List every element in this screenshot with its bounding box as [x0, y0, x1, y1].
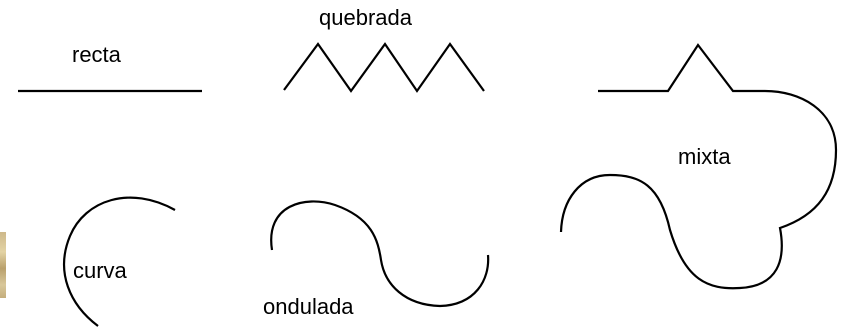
- zigzag-line: [283, 42, 485, 93]
- curved-line: [62, 196, 176, 327]
- mixed-line: [559, 43, 838, 290]
- label-mixta: mixta: [678, 144, 731, 169]
- label-recta: recta: [72, 42, 121, 67]
- label-curva: curva: [73, 258, 127, 283]
- label-quebrada: quebrada: [319, 5, 412, 30]
- wavy-line: [270, 200, 490, 308]
- label-ondulada: ondulada: [263, 294, 354, 319]
- cropped-image-edge: [0, 232, 6, 298]
